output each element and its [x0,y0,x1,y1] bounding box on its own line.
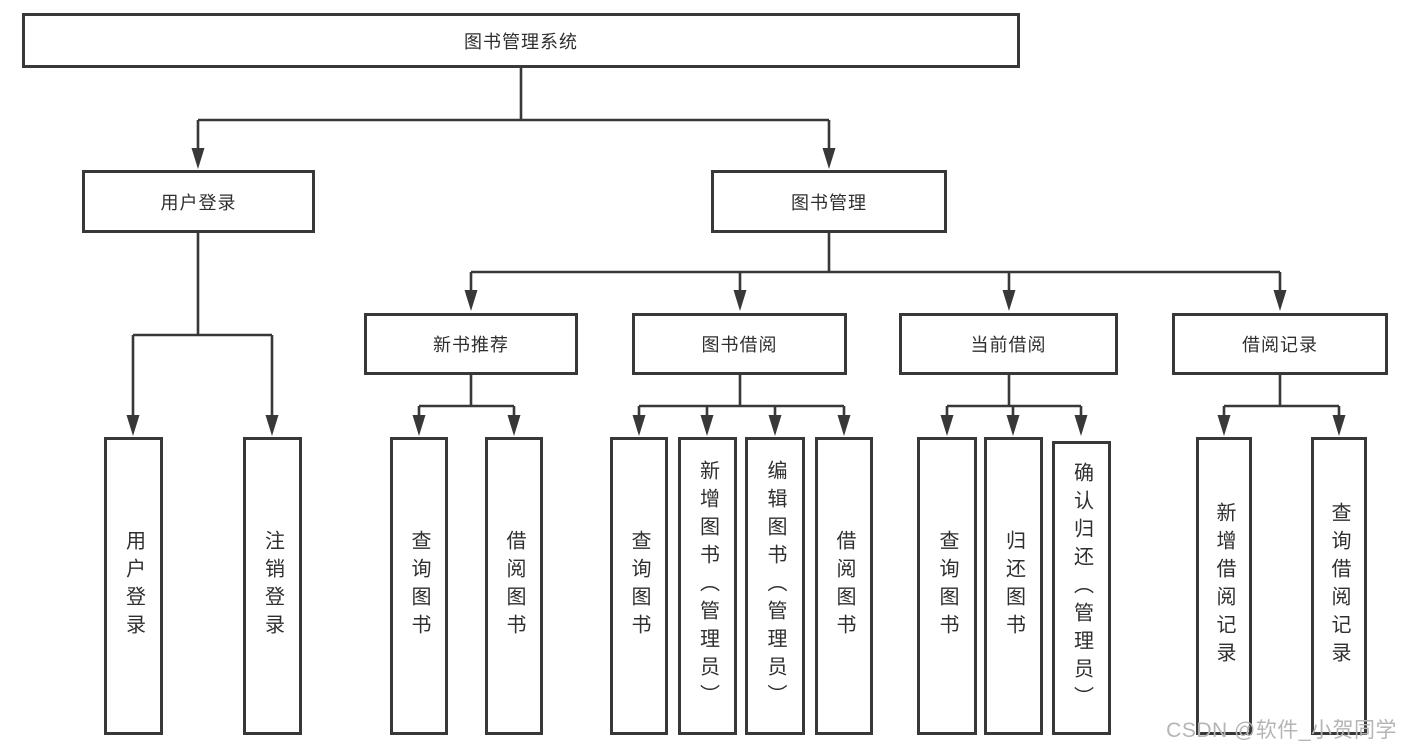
leaf-label: 新增图书（管理员） [696,460,719,712]
connector-book-mgmt [469,233,1282,292]
leaf-label: 查询图书 [408,530,430,642]
leaf-label: 注销登录 [261,530,284,642]
leaf-edit-book-admin: 编辑图书（管理员） [745,437,805,735]
node-book-management: 图书管理 [711,170,947,233]
node-current-borrowing: 当前借阅 [899,313,1118,375]
leaf-label: 借阅图书 [833,530,855,642]
node-label: 借阅记录 [1242,335,1318,355]
leaf-borrow-books: 借阅图书 [815,437,873,735]
leaf-logout: 注销登录 [243,437,302,735]
node-borrow-records: 借阅记录 [1172,313,1388,375]
connector-current-borrow [945,375,1083,417]
node-user-login-branch: 用户登录 [82,170,315,233]
connector-new-book-rec [417,375,516,417]
node-label: 新书推荐 [433,335,509,355]
leaf-confirm-return-admin: 确认归还（管理员） [1052,441,1111,735]
connector-borrow-records [1222,375,1341,417]
leaf-label: 用户登录 [122,530,145,642]
leaf-query-books-current: 查询图书 [917,437,977,735]
connector-user-login [131,233,274,417]
connector-book-borrow [637,375,846,417]
leaf-user-login: 用户登录 [104,437,163,735]
leaf-label: 查询借阅记录 [1328,502,1350,670]
node-root-label: 图书管理系统 [464,31,578,52]
leaf-return-book: 归还图书 [984,437,1043,735]
leaf-label: 借阅图书 [503,530,525,642]
leaf-label: 归还图书 [1002,530,1025,642]
csdn-watermark: CSDN @软件_小贺同学 [1166,719,1397,742]
node-root-system: 图书管理系统 [22,13,1020,68]
node-book-borrowing: 图书借阅 [632,313,847,375]
node-label: 图书管理 [791,192,867,213]
leaf-borrow-books-rec: 借阅图书 [485,437,543,735]
node-label: 用户登录 [160,192,237,213]
leaf-label: 新增借阅记录 [1213,502,1235,670]
leaf-label: 确认归还（管理员） [1070,462,1093,714]
leaf-add-borrow-record: 新增借阅记录 [1196,437,1252,735]
node-label: 图书借阅 [701,335,778,355]
leaf-query-borrow-record: 查询借阅记录 [1311,437,1367,735]
leaf-add-book-admin: 新增图书（管理员） [678,437,737,735]
leaf-query-books-borrow: 查询图书 [610,437,668,735]
arrowheads [126,148,1346,436]
leaf-label: 编辑图书（管理员） [764,460,786,712]
node-label: 当前借阅 [970,335,1047,355]
leaf-label: 查询图书 [936,530,958,642]
connector-root [196,68,831,150]
leaf-query-books-rec: 查询图书 [390,437,448,735]
leaf-label: 查询图书 [628,530,650,642]
node-new-book-recommend: 新书推荐 [364,313,578,375]
